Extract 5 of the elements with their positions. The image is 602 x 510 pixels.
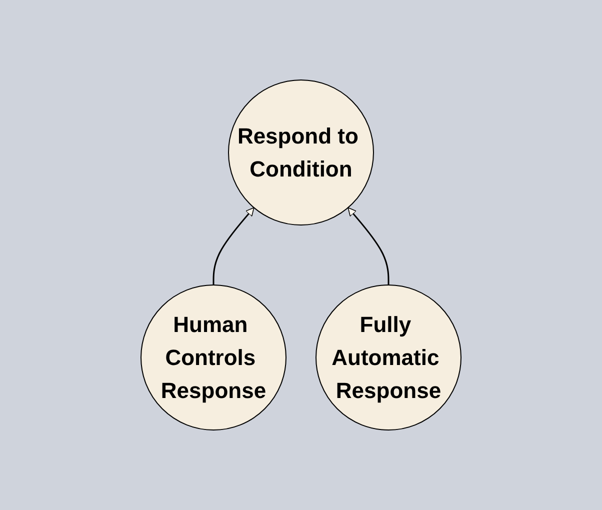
arrow — [348, 207, 390, 285]
node-circle: Fully Automatic Response — [316, 284, 462, 430]
node-circle: Human Controls Response — [140, 284, 286, 430]
node-circle: Respond to Condition — [228, 80, 374, 226]
arrow — [212, 207, 254, 285]
